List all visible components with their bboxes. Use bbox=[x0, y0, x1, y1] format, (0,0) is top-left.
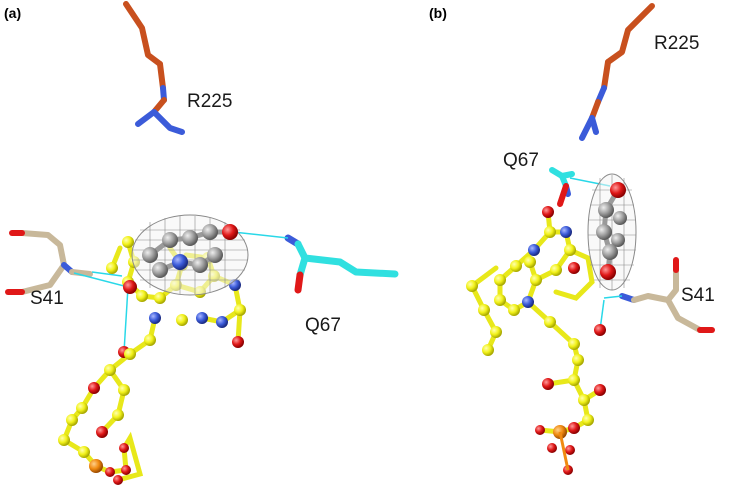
panel-b-r225-residue bbox=[579, 3, 655, 141]
panel-a-residue-label-s41: S41 bbox=[30, 288, 64, 309]
panel-b: (b) R225 Q67 S41 bbox=[429, 3, 715, 475]
panel-b-residue-label-s41: S41 bbox=[681, 285, 715, 306]
panel-b-q67-residue bbox=[549, 167, 575, 207]
panel-a-density-mesh bbox=[133, 216, 247, 294]
panel-a-label: (a) bbox=[4, 5, 21, 21]
panel-b-bound-ligand bbox=[587, 173, 637, 291]
panel-a-s41-residue bbox=[5, 230, 93, 295]
panel-b-residue-label-r225: R225 bbox=[654, 33, 699, 54]
panel-a-residue-label-q67: Q67 bbox=[305, 315, 341, 336]
panel-b-s41-residue bbox=[619, 257, 715, 333]
panel-a-bound-ligand bbox=[123, 214, 249, 296]
panel-a-q67-residue bbox=[284, 234, 399, 294]
panel-a: (a) R225 S41 Q67 bbox=[4, 1, 399, 485]
panel-a-r225-residue bbox=[123, 1, 185, 135]
panel-b-residue-label-q67: Q67 bbox=[503, 150, 539, 171]
panel-a-residue-label-r225: R225 bbox=[187, 91, 232, 112]
panel-b-label: (b) bbox=[429, 5, 447, 21]
panel-b-flavin-ligand bbox=[466, 206, 606, 475]
panel-a-hydrogen-bonds bbox=[73, 231, 289, 353]
